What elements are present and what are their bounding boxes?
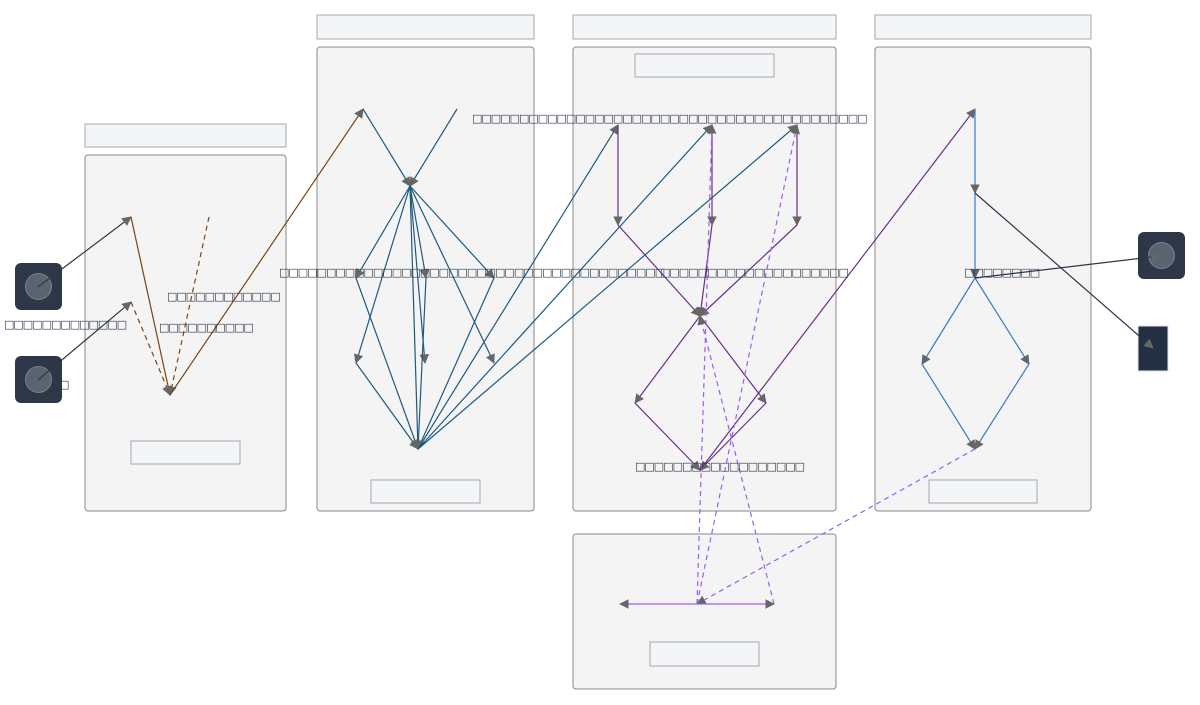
icon1-caption: □□□□□□□□□□□□□ <box>4 318 127 331</box>
edge-arrow <box>634 315 701 404</box>
panel1-label-a: □□□□□□□□□□□□ <box>167 290 280 303</box>
edge-arrow <box>417 277 495 450</box>
edge-arrow <box>417 124 798 450</box>
edge-arrow <box>696 124 800 605</box>
panel4-label: □□□□□□□□ <box>964 266 1040 279</box>
edge-arrow <box>696 448 976 605</box>
edge-arrow <box>974 277 1030 365</box>
edge-arrow <box>409 185 495 364</box>
edge-arrow <box>696 224 713 317</box>
panel1-header <box>84 123 287 148</box>
edge-arrow <box>355 277 420 450</box>
edge-arrow <box>355 185 411 279</box>
edge-arrow <box>409 185 423 450</box>
edge-arrow <box>130 301 172 396</box>
panel1-label-b: □□□□□□□□□□ <box>159 321 254 334</box>
edge-arrow <box>130 216 173 396</box>
panel3-title-box <box>634 53 775 78</box>
edge-arrow <box>167 216 210 396</box>
edge-arrow <box>699 402 767 471</box>
panel3-bottom-label: □□□□□□□□□□□□□□□□□□ <box>635 460 805 473</box>
edge-arrow <box>409 185 430 364</box>
panel-4 <box>874 46 1092 512</box>
edge-arrow <box>169 108 364 396</box>
edge-arrow <box>355 362 419 450</box>
edge-arrow <box>696 124 717 605</box>
edge-arrow <box>413 277 427 450</box>
edge-arrow <box>617 224 701 317</box>
edge-arrow <box>409 185 495 279</box>
edge-arrow <box>409 185 430 279</box>
panel5-footer-box <box>649 641 760 667</box>
edge-arrow <box>417 124 713 450</box>
panel-1 <box>84 154 287 512</box>
storage-node-icon[interactable] <box>1137 325 1169 372</box>
panel2-footer-box <box>370 479 481 504</box>
edge-arrow <box>699 315 767 404</box>
edge-arrow <box>37 301 132 381</box>
panel3-top-label: □□□□□□□□□□□□□□□□□□□□□□□□□□□□□□□□□□□□□□□□… <box>472 112 867 125</box>
edge-arrow <box>37 216 132 288</box>
panel4-footer-box <box>928 479 1038 504</box>
edge-arrow <box>353 185 411 364</box>
panel2-label: □□□□□□□□□□□□□□□□□□□□□□□□□□□□□□□□□□□□□□□□… <box>279 266 665 279</box>
edge-arrow <box>921 277 976 365</box>
panel4-header <box>874 14 1092 40</box>
panel3-mid-label: □□□□□□□□□□□□□□□□□□□□ <box>660 266 848 279</box>
edge-arrow <box>699 224 798 317</box>
icon2-caption: □ <box>59 378 69 391</box>
panel-5 <box>572 533 837 690</box>
edge-arrow <box>921 363 976 450</box>
edge-arrow <box>974 363 1030 450</box>
edge-arrow <box>974 192 1154 349</box>
edges <box>37 108 1161 609</box>
panel3-header <box>572 14 837 40</box>
panel1-footer-box <box>130 440 241 465</box>
panel2-header <box>316 14 535 40</box>
edge-arrow <box>699 108 976 471</box>
edge-arrow <box>974 252 1161 279</box>
edge-arrow <box>697 315 775 605</box>
edge-arrow <box>409 108 458 187</box>
edge-arrow <box>417 124 619 450</box>
edge-arrow <box>634 402 701 471</box>
target-node-icon[interactable] <box>1138 232 1185 279</box>
edge-arrow <box>362 108 411 187</box>
